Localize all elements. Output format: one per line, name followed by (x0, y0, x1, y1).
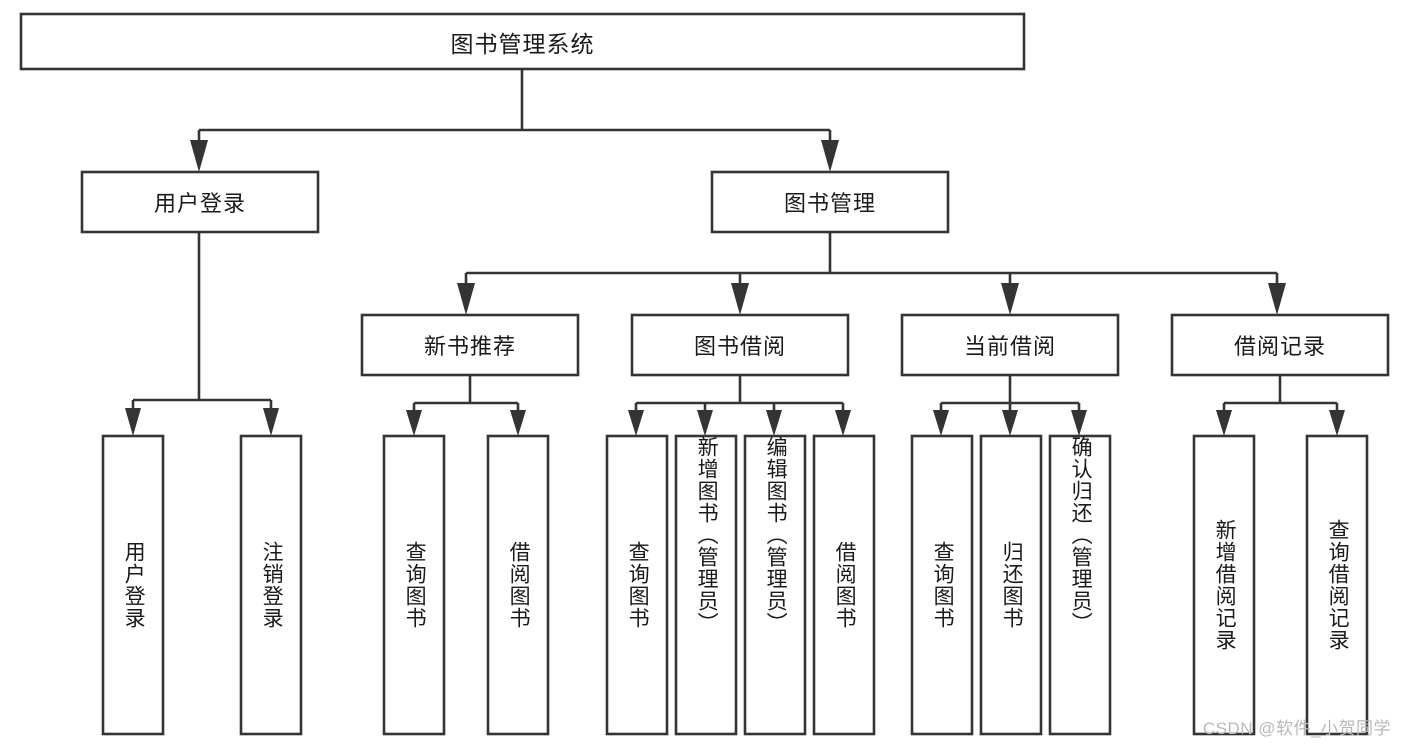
arrowhead-leaf-logout-icon (263, 408, 279, 436)
node-current-borrow-box[interactable] (900, 313, 1120, 377)
leaf-box-cb-confirm-return[interactable] (1048, 434, 1112, 736)
leaf-box-br-add-record[interactable] (1192, 434, 1256, 736)
arrowhead-book-mgmt-icon (821, 140, 839, 172)
leaf-box-br-query-record[interactable] (1305, 434, 1369, 736)
arrowhead-borrow-record-icon (1268, 283, 1286, 315)
arrowhead-leaf-user-login-icon (125, 408, 141, 436)
arrowhead-cb-leaf-1-icon (933, 410, 949, 436)
arrowhead-new-book-recommend-icon (457, 283, 475, 315)
arrowhead-user-login-icon (190, 140, 208, 172)
arrowhead-cb-leaf-3-icon (1071, 410, 1087, 436)
arrowhead-bb-leaf-3-icon (766, 410, 782, 436)
leaf-box-cb-query-book[interactable] (910, 434, 974, 736)
leaf-box-user-login[interactable] (101, 434, 165, 736)
node-book-borrow-box[interactable] (630, 313, 850, 377)
leaf-box-bb-borrow-book[interactable] (812, 434, 876, 736)
leaf-box-bb-add-book[interactable] (674, 434, 738, 736)
arrowhead-br-leaf-2-icon (1329, 410, 1345, 436)
node-root-box[interactable] (19, 12, 1026, 71)
arrowhead-bb-leaf-4-icon (835, 410, 851, 436)
arrowhead-current-borrow-icon (1001, 283, 1019, 315)
leaf-box-bb-edit-book[interactable] (743, 434, 807, 736)
arrowhead-book-borrow-icon (731, 283, 749, 315)
arrowhead-br-leaf-1-icon (1216, 410, 1232, 436)
arrowhead-bb-leaf-2-icon (697, 410, 713, 436)
node-book-mgmt-box[interactable] (710, 170, 950, 234)
arrowhead-nbr-leaf-1-icon (406, 410, 422, 436)
leaf-box-cb-return-book[interactable] (979, 434, 1043, 736)
arrowhead-cb-leaf-2-icon (1002, 410, 1018, 436)
node-user-login-box[interactable] (80, 170, 320, 234)
node-borrow-record-box[interactable] (1170, 313, 1390, 377)
leaf-box-logout[interactable] (239, 434, 303, 736)
node-new-book-recommend-box[interactable] (360, 313, 580, 377)
leaf-box-bb-query-book[interactable] (605, 434, 669, 736)
arrowhead-bb-leaf-1-icon (628, 410, 644, 436)
arrowhead-nbr-leaf-2-icon (510, 410, 526, 436)
leaf-box-nbr-query-book[interactable] (382, 434, 446, 736)
leaf-box-nbr-borrow-book[interactable] (486, 434, 550, 736)
